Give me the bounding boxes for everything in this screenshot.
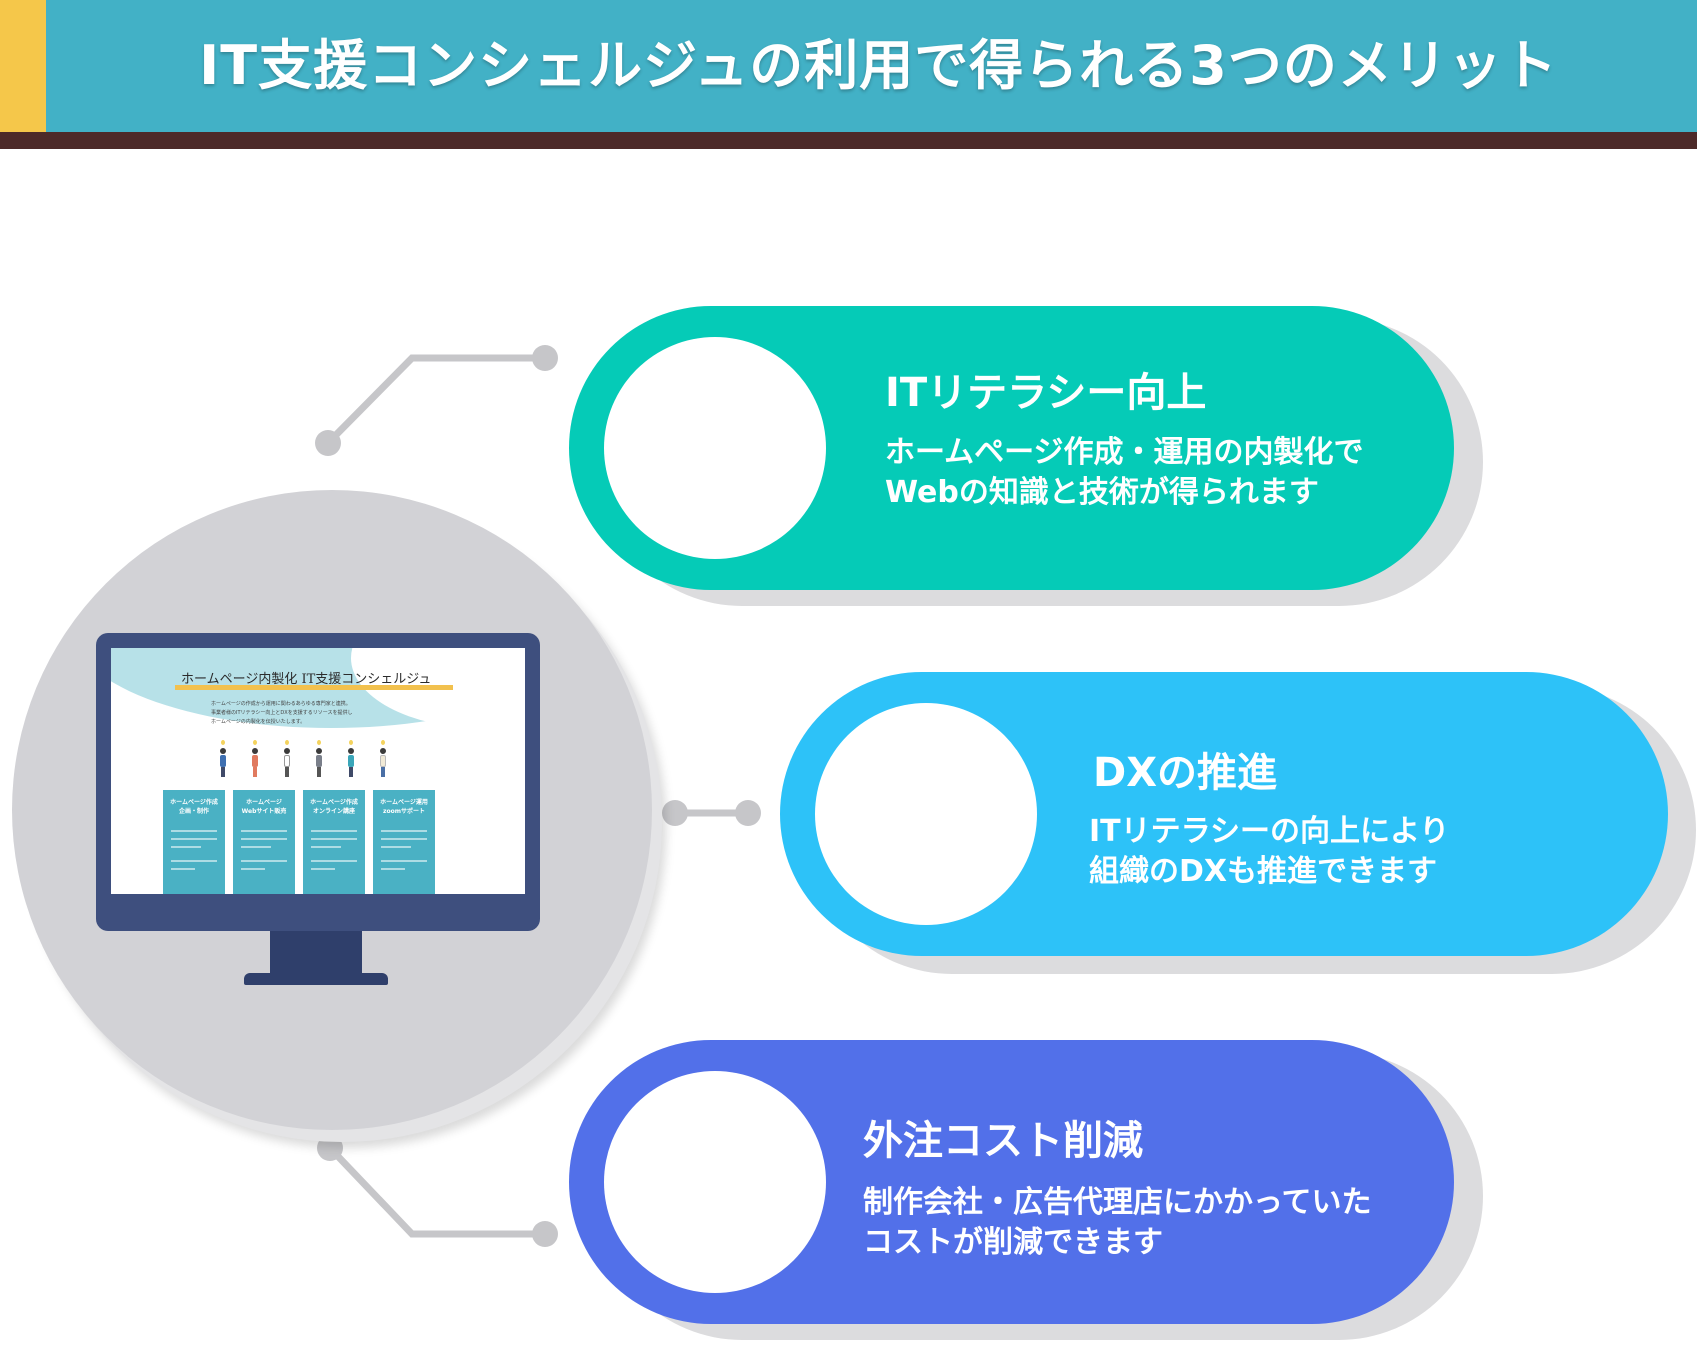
monitor-stand-base (244, 973, 388, 985)
merit-1-desc-line-2: Webの知識と技術が得られます (885, 473, 1364, 513)
monitor-stand-neck (270, 931, 362, 975)
person-figure (283, 744, 291, 778)
person-figure (347, 744, 355, 778)
person-figure (219, 744, 227, 778)
merit-2-icon-circle (815, 703, 1037, 925)
merit-2-desc-line-1: ITリテラシーの向上により (1089, 812, 1449, 852)
merit-2-desc-line-2: 組織のDXも推進できます (1089, 852, 1449, 892)
person-figure (251, 744, 259, 778)
connector-top-dot-end (532, 345, 558, 371)
screen-card: ホームページ作成オンライン講座 (303, 790, 365, 894)
screen-intro-text: ホームページの作成から運用に関わるあらゆる専門家と連携。 事業者様のITリテラシ… (211, 700, 352, 727)
merit-1-title: ITリテラシー向上 (885, 360, 1206, 418)
merit-2-description: ITリテラシーの向上により 組織のDXも推進できます (1089, 812, 1449, 892)
screen-text-line: ホームページの内製化を伝授いたします。 (211, 718, 352, 727)
merit-3-title: 外注コスト削減 (863, 1108, 1143, 1166)
connector-top-dot-start (315, 430, 341, 456)
connector-top (328, 358, 545, 443)
merit-1-pill: ITリテラシー向上 ホームページ作成・運用の内製化で Webの知識と技術が得られ… (569, 306, 1454, 590)
connector-middle-dot-start (662, 800, 688, 826)
merit-3-desc-line-1: 制作会社・広告代理店にかかっていた (863, 1183, 1372, 1223)
merit-3-pill: 外注コスト削減 制作会社・広告代理店にかかっていた コストが削減できます (569, 1040, 1454, 1324)
connector-bottom-dot-end (532, 1221, 558, 1247)
connector-middle-dot-end (735, 800, 761, 826)
screen-text-line: 事業者様のITリテラシー向上とDXを支援するリソースを提供し (211, 709, 352, 718)
screen-text-line: ホームページの作成から運用に関わるあらゆる専門家と連携。 (211, 700, 352, 709)
monitor-screen: ホームページ内製化 IT支援コンシェルジュ ホームページの作成から運用に関わるあ… (111, 648, 525, 894)
merit-3-desc-line-2: コストが削減できます (863, 1223, 1372, 1263)
merit-3-description: 制作会社・広告代理店にかかっていた コストが削減できます (863, 1183, 1372, 1263)
merit-1-icon-circle (604, 337, 826, 559)
merit-3-icon-circle (604, 1071, 826, 1293)
merit-2-title: DXの推進 (1093, 740, 1277, 798)
merit-1-desc-line-1: ホームページ作成・運用の内製化で (885, 433, 1364, 473)
screen-card: ホームページ作成企画・制作 (163, 790, 225, 894)
merit-1-description: ホームページ作成・運用の内製化で Webの知識と技術が得られます (885, 433, 1364, 513)
connector-bottom (330, 1148, 545, 1234)
merit-2-pill: DXの推進 ITリテラシーの向上により 組織のDXも推進できます (780, 672, 1668, 956)
screen-title: ホームページ内製化 IT支援コンシェルジュ (181, 668, 431, 687)
person-figure (379, 744, 387, 778)
person-figure (315, 744, 323, 778)
